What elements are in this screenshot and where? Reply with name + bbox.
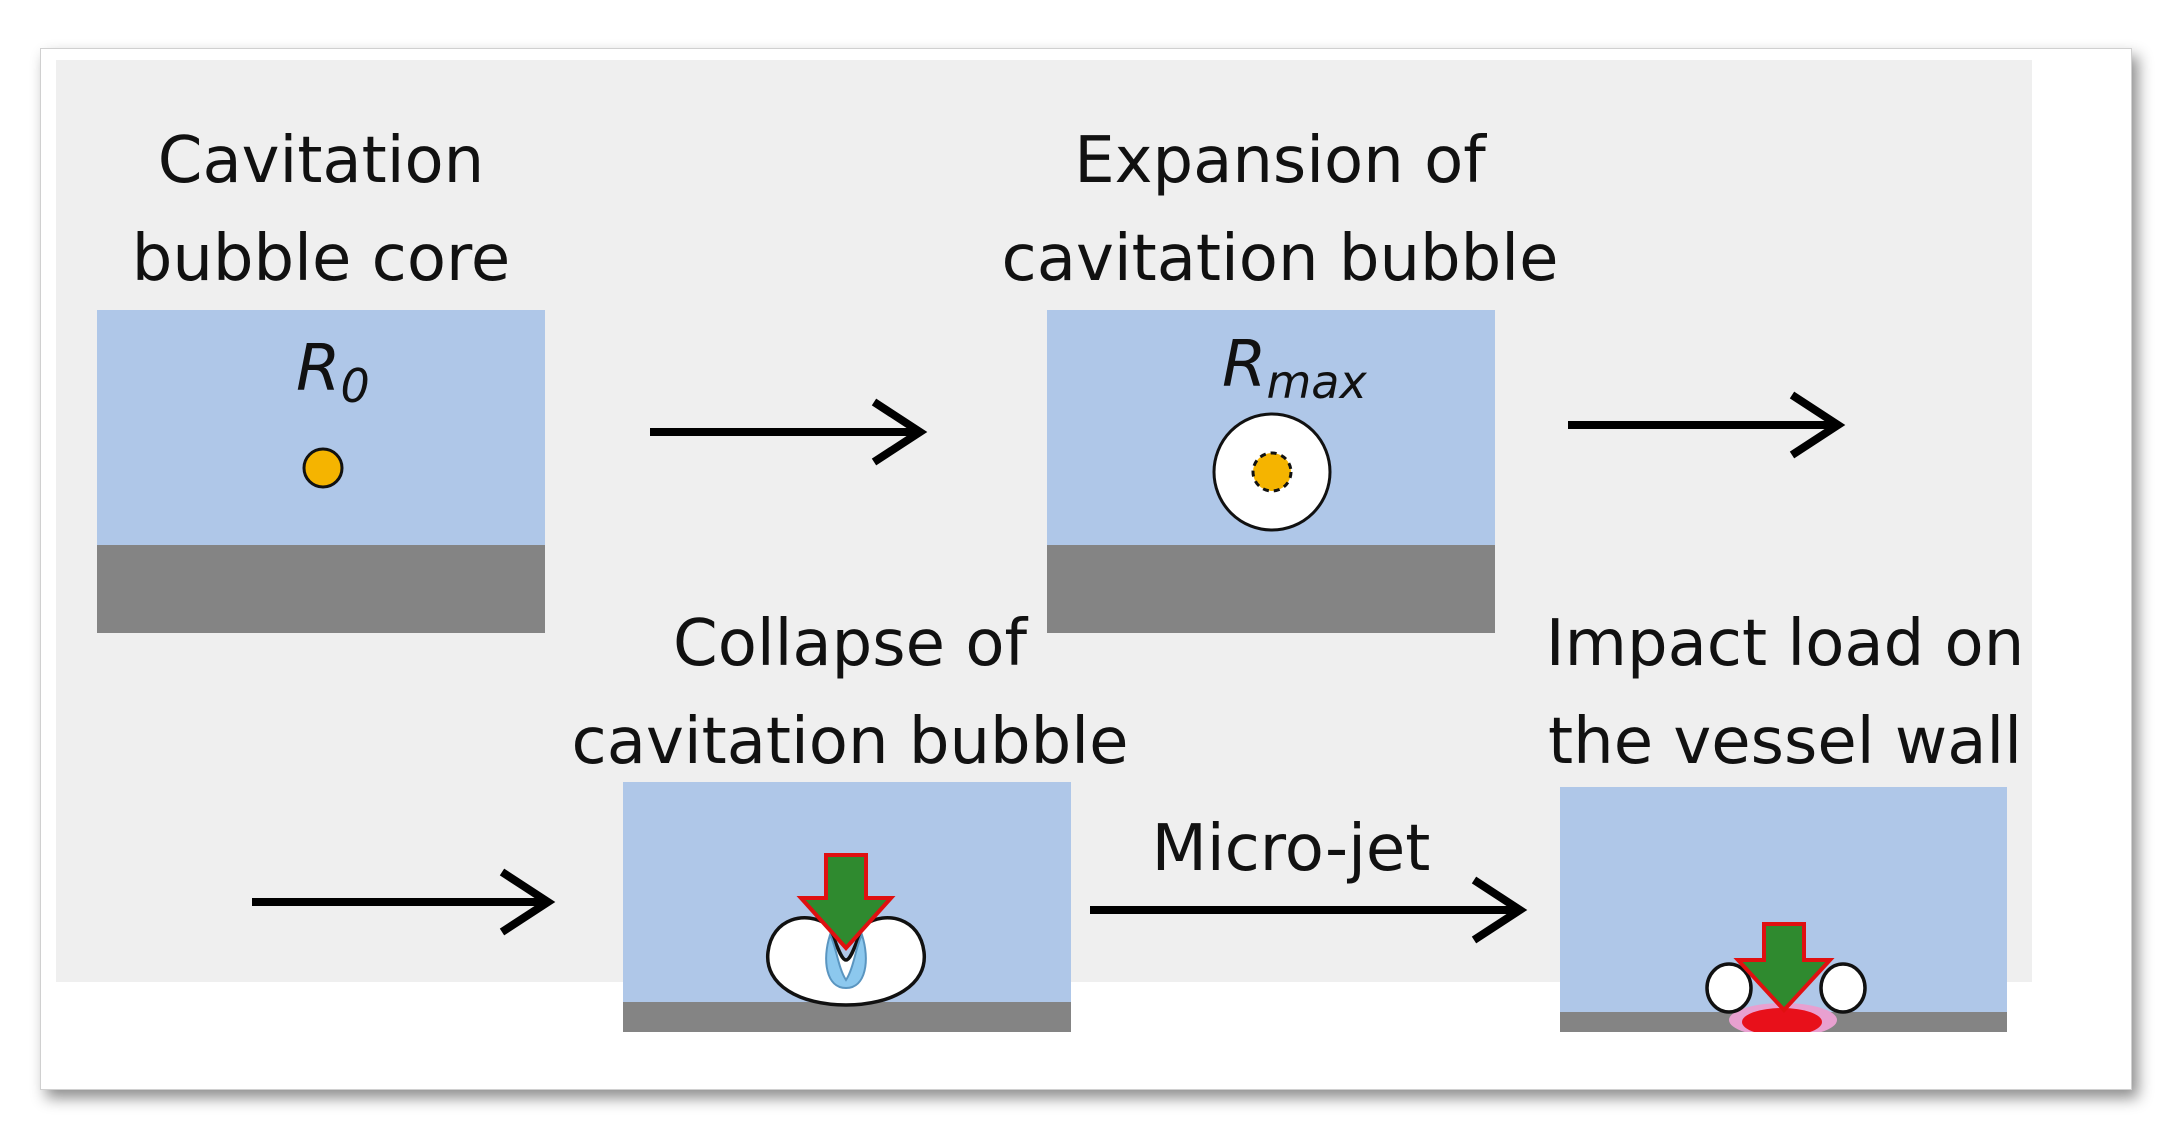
- stage-4-title: Impact load on the vessel wall: [1520, 595, 2050, 791]
- microjet-label: Micro-jet: [1152, 812, 1431, 886]
- residual-bubble-right: [1819, 962, 1867, 1014]
- microjet-water: [825, 932, 867, 990]
- stage-1-title-line1: Cavitation: [157, 124, 485, 198]
- stage-2-title-line2: cavitation bubble: [1001, 222, 1559, 296]
- stage-3-title-line2: cavitation bubble: [571, 705, 1129, 779]
- stage-3-title: Collapse of cavitation bubble: [540, 595, 1160, 791]
- panel-impact: [1560, 787, 2007, 1032]
- stage-4-title-line1: Impact load on: [1545, 607, 2025, 681]
- stage-1-title: Cavitation bubble core: [98, 112, 544, 308]
- stage-4-title-line2: the vessel wall: [1548, 705, 2022, 779]
- vessel-wall: [97, 545, 545, 633]
- residual-bubble-left: [1705, 962, 1753, 1014]
- stage-2-title-line1: Expansion of: [1074, 124, 1486, 198]
- collapsing-bubble: [766, 916, 926, 1007]
- jet-arrow-icon: [796, 853, 896, 951]
- stage-3-title-line1: Collapse of: [673, 607, 1027, 681]
- process-arrow-3: [252, 868, 556, 936]
- microjet-arrow: [1090, 876, 1528, 944]
- panel-expansion: Rmax: [1047, 310, 1495, 633]
- process-arrow-1: [650, 398, 928, 466]
- stage-2-title: Expansion of cavitation bubble: [960, 112, 1600, 308]
- panel-bubble-core: R0: [97, 310, 545, 633]
- bubble-core-dot: [302, 447, 344, 489]
- impact-zone: [1742, 1008, 1822, 1032]
- stage-1-title-line2: bubble core: [131, 222, 511, 296]
- process-arrow-2: [1568, 391, 1846, 459]
- vessel-wall: [623, 1002, 1071, 1032]
- bubble-core-dashed: [1251, 451, 1293, 493]
- panel-collapse: [623, 782, 1071, 1032]
- vessel-wall: [1047, 545, 1495, 633]
- liquid-region: [97, 310, 545, 545]
- radius-symbol-rmax: Rmax: [1222, 328, 1367, 409]
- radius-symbol-r0: R0: [296, 332, 370, 413]
- impact-arrow-icon: [1733, 922, 1835, 1013]
